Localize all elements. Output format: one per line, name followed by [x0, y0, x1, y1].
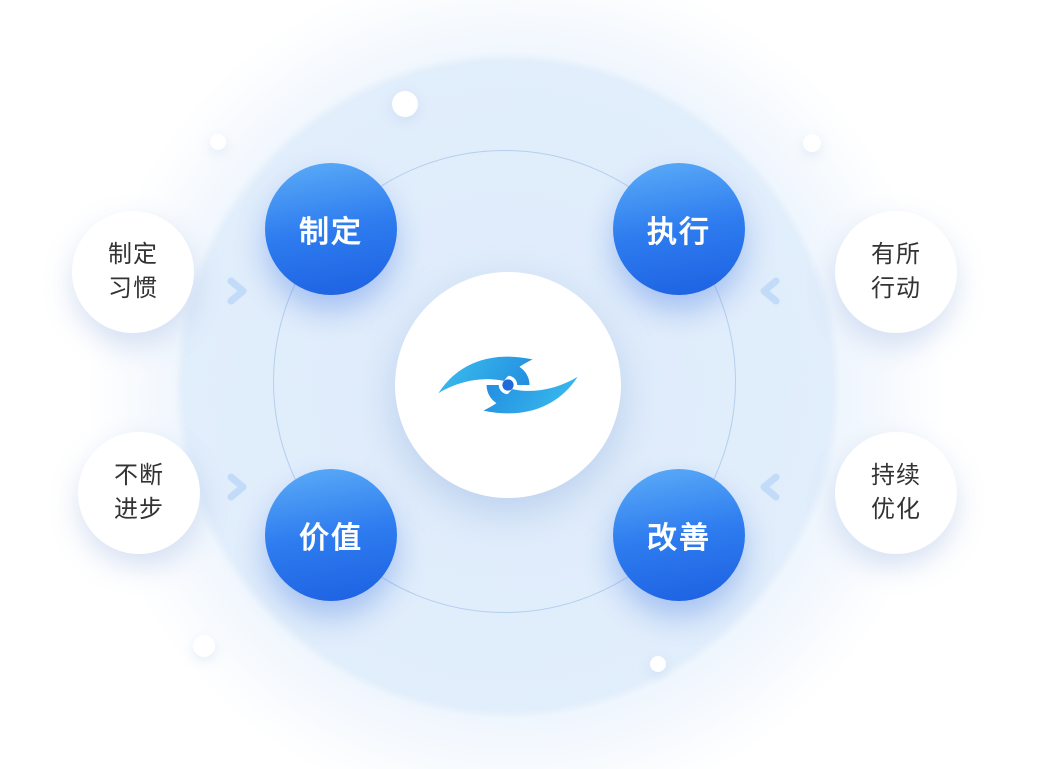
side-note-line: 优化	[871, 496, 921, 523]
decorative-dot	[193, 635, 215, 657]
decorative-dot	[650, 656, 666, 672]
decorative-dot	[210, 134, 226, 150]
side-note-line: 不断	[114, 462, 164, 489]
side-note-line: 有所	[871, 241, 921, 268]
cycle-node-label: 改善	[647, 522, 711, 555]
cycle-node-value: 价值	[265, 469, 397, 601]
arrow-right-icon	[227, 473, 247, 501]
side-note-line: 持续	[871, 462, 921, 489]
brand-logo-icon	[438, 356, 578, 414]
side-note-line: 习惯	[108, 275, 158, 302]
arrow-right-icon	[227, 277, 247, 305]
cycle-node-label: 价值	[299, 522, 363, 555]
side-note-line: 进步	[114, 496, 164, 523]
cycle-node-label: 执行	[647, 216, 711, 249]
side-note-optimize: 持续 优化	[835, 432, 957, 554]
cycle-node-improve: 改善	[613, 469, 745, 601]
cycle-node-label: 制定	[299, 216, 363, 249]
side-note-action: 有所 行动	[835, 211, 957, 333]
arrow-left-icon	[760, 277, 780, 305]
arrow-left-icon	[760, 473, 780, 501]
cycle-node-do: 执行	[613, 163, 745, 295]
decorative-dot	[803, 134, 821, 152]
cycle-ring	[273, 150, 736, 613]
side-note-line: 制定	[108, 241, 158, 268]
decorative-dot	[392, 91, 418, 117]
side-note-line: 行动	[871, 275, 921, 302]
side-note-progress: 不断 进步	[78, 432, 200, 554]
center-logo-circle	[395, 272, 621, 498]
cycle-node-plan: 制定	[265, 163, 397, 295]
side-note-habit: 制定 习惯	[72, 211, 194, 333]
